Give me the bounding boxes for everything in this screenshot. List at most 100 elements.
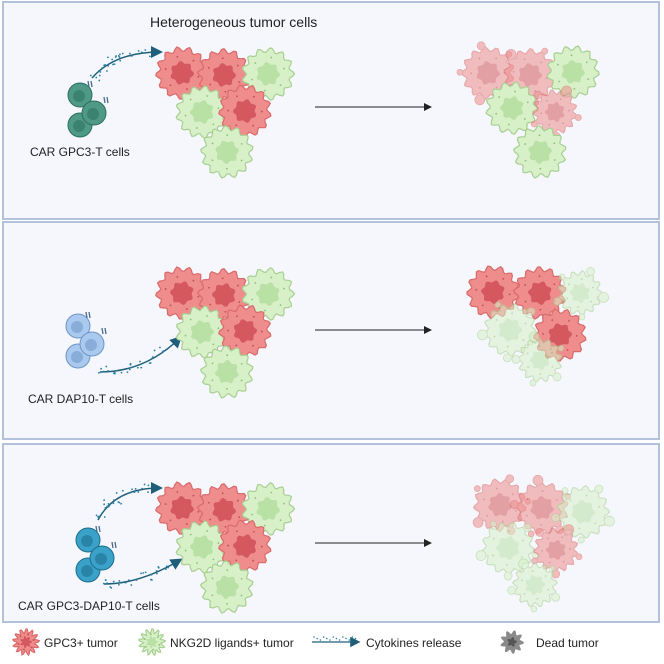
tumor-speckle	[221, 492, 224, 495]
tumor-speckle	[176, 55, 179, 58]
t-cell-nucleus	[73, 120, 85, 132]
tumor-speckle	[558, 80, 561, 83]
tumor-speckle	[226, 134, 229, 137]
apoptotic-bleb	[474, 94, 486, 106]
cytokine-particle	[127, 579, 130, 582]
tumor-speckle	[235, 344, 238, 347]
tumor-speckle	[145, 645, 147, 648]
tumor-speckle	[524, 322, 527, 325]
legend-cytokine-particle	[329, 639, 331, 641]
tumor-speckle	[523, 118, 526, 120]
tumor-speckle	[283, 287, 285, 290]
tumor-speckle	[501, 520, 504, 523]
nkg2d-tumor-cell	[546, 45, 600, 99]
tumor-speckle	[470, 72, 473, 75]
cytokine-particle	[128, 368, 131, 371]
tumor-speckle	[283, 502, 285, 505]
cytokine-particle	[121, 52, 124, 55]
tumor-nucleus	[548, 323, 572, 347]
tumor-speckle	[197, 295, 200, 298]
apoptotic-bleb	[473, 485, 481, 493]
cytokine-particle	[106, 70, 108, 72]
tumor-speckle	[569, 548, 571, 550]
car-receptor	[95, 525, 98, 533]
cytokine-arrow	[103, 558, 183, 585]
tumor-speckle	[185, 88, 188, 90]
apoptotic-bleb	[490, 520, 497, 528]
tumor-nucleus	[528, 140, 552, 164]
tumor-speckle	[209, 518, 212, 521]
tumor-speckle	[197, 510, 200, 513]
apoptotic-bleb	[507, 585, 517, 595]
tumor-speckle	[521, 556, 523, 559]
tumor-nucleus	[569, 283, 590, 304]
t-cell-nucleus	[95, 553, 107, 565]
tumor-speckle	[545, 77, 548, 80]
tumor-speckle	[236, 95, 238, 98]
apoptotic-bleb	[533, 90, 543, 100]
tumor-speckle	[260, 330, 263, 333]
tumor-speckle	[227, 109, 230, 112]
nkg2d-tumor-cell	[200, 560, 254, 614]
cytokine-particle	[120, 371, 123, 374]
apoptotic-bleb	[529, 379, 537, 387]
cytokine-particle	[136, 366, 139, 369]
car-t-cell-cluster	[65, 311, 107, 369]
cytokine-particle	[121, 494, 123, 497]
tumor-nucleus	[212, 63, 236, 87]
legend-cytokine-particle	[322, 636, 325, 638]
tumor-speckle	[538, 345, 541, 347]
tumor-nucleus	[146, 636, 159, 648]
tumor-nucleus	[530, 496, 554, 520]
cytokine-particle	[133, 491, 136, 494]
tumor-speckle	[493, 335, 496, 338]
tumor-speckle	[569, 499, 572, 502]
tumor-speckle	[196, 127, 198, 129]
cytokine-particle	[150, 573, 153, 576]
cytokine-particle	[131, 488, 133, 491]
tumor-speckle	[240, 577, 243, 580]
tumor-speckle	[176, 275, 179, 278]
tumor-speckle	[240, 379, 243, 382]
cytokine-particle	[142, 572, 145, 574]
tumor-speckle	[251, 513, 254, 516]
cytokine-particle	[95, 76, 98, 79]
t-cell-nucleus	[85, 339, 97, 351]
cytokine-particle	[107, 369, 109, 372]
apoptotic-bleb	[505, 474, 515, 484]
cytokine-particle	[117, 54, 120, 57]
car-receptor	[103, 96, 106, 104]
cytokine-particle	[151, 356, 154, 358]
cytokine-particle	[106, 582, 108, 585]
tumor-speckle	[495, 319, 498, 321]
diagram-title: Heterogeneous tumor cells	[150, 14, 318, 30]
cytokine-particle	[130, 584, 133, 586]
cytokine-particle	[119, 59, 122, 62]
cytokine-particle	[137, 491, 140, 493]
tumor-speckle	[527, 366, 529, 369]
tumor-speckle	[252, 344, 255, 347]
tumor-speckle	[524, 284, 527, 286]
apoptotic-bleb	[477, 329, 488, 341]
tumor-speckle	[548, 123, 551, 126]
legend-cytokine-particle	[332, 636, 335, 638]
tumor-speckle	[211, 594, 214, 597]
tumor-speckle	[236, 64, 239, 67]
tumor-speckle	[149, 633, 152, 636]
tumor-speckle	[502, 277, 505, 280]
cytokine-particle	[143, 483, 146, 486]
tumor-speckle	[578, 527, 581, 530]
nkg2d-tumor-cell	[200, 125, 254, 179]
tumor-speckle	[507, 123, 510, 126]
tumor-speckle	[192, 279, 195, 282]
legend-cytokines-label: Cytokines release	[366, 636, 462, 650]
apoptotic-bleb	[528, 331, 540, 343]
car-t-cell-cluster	[75, 525, 117, 583]
apoptotic-bleb	[475, 550, 487, 561]
legend-dead-nucleus	[507, 637, 517, 647]
tumor-speckle	[279, 519, 282, 522]
tumor-speckle	[254, 282, 257, 284]
tumor-speckle	[235, 559, 238, 562]
tumor-speckle	[209, 83, 212, 86]
legend-cytokine-particle	[342, 636, 344, 638]
